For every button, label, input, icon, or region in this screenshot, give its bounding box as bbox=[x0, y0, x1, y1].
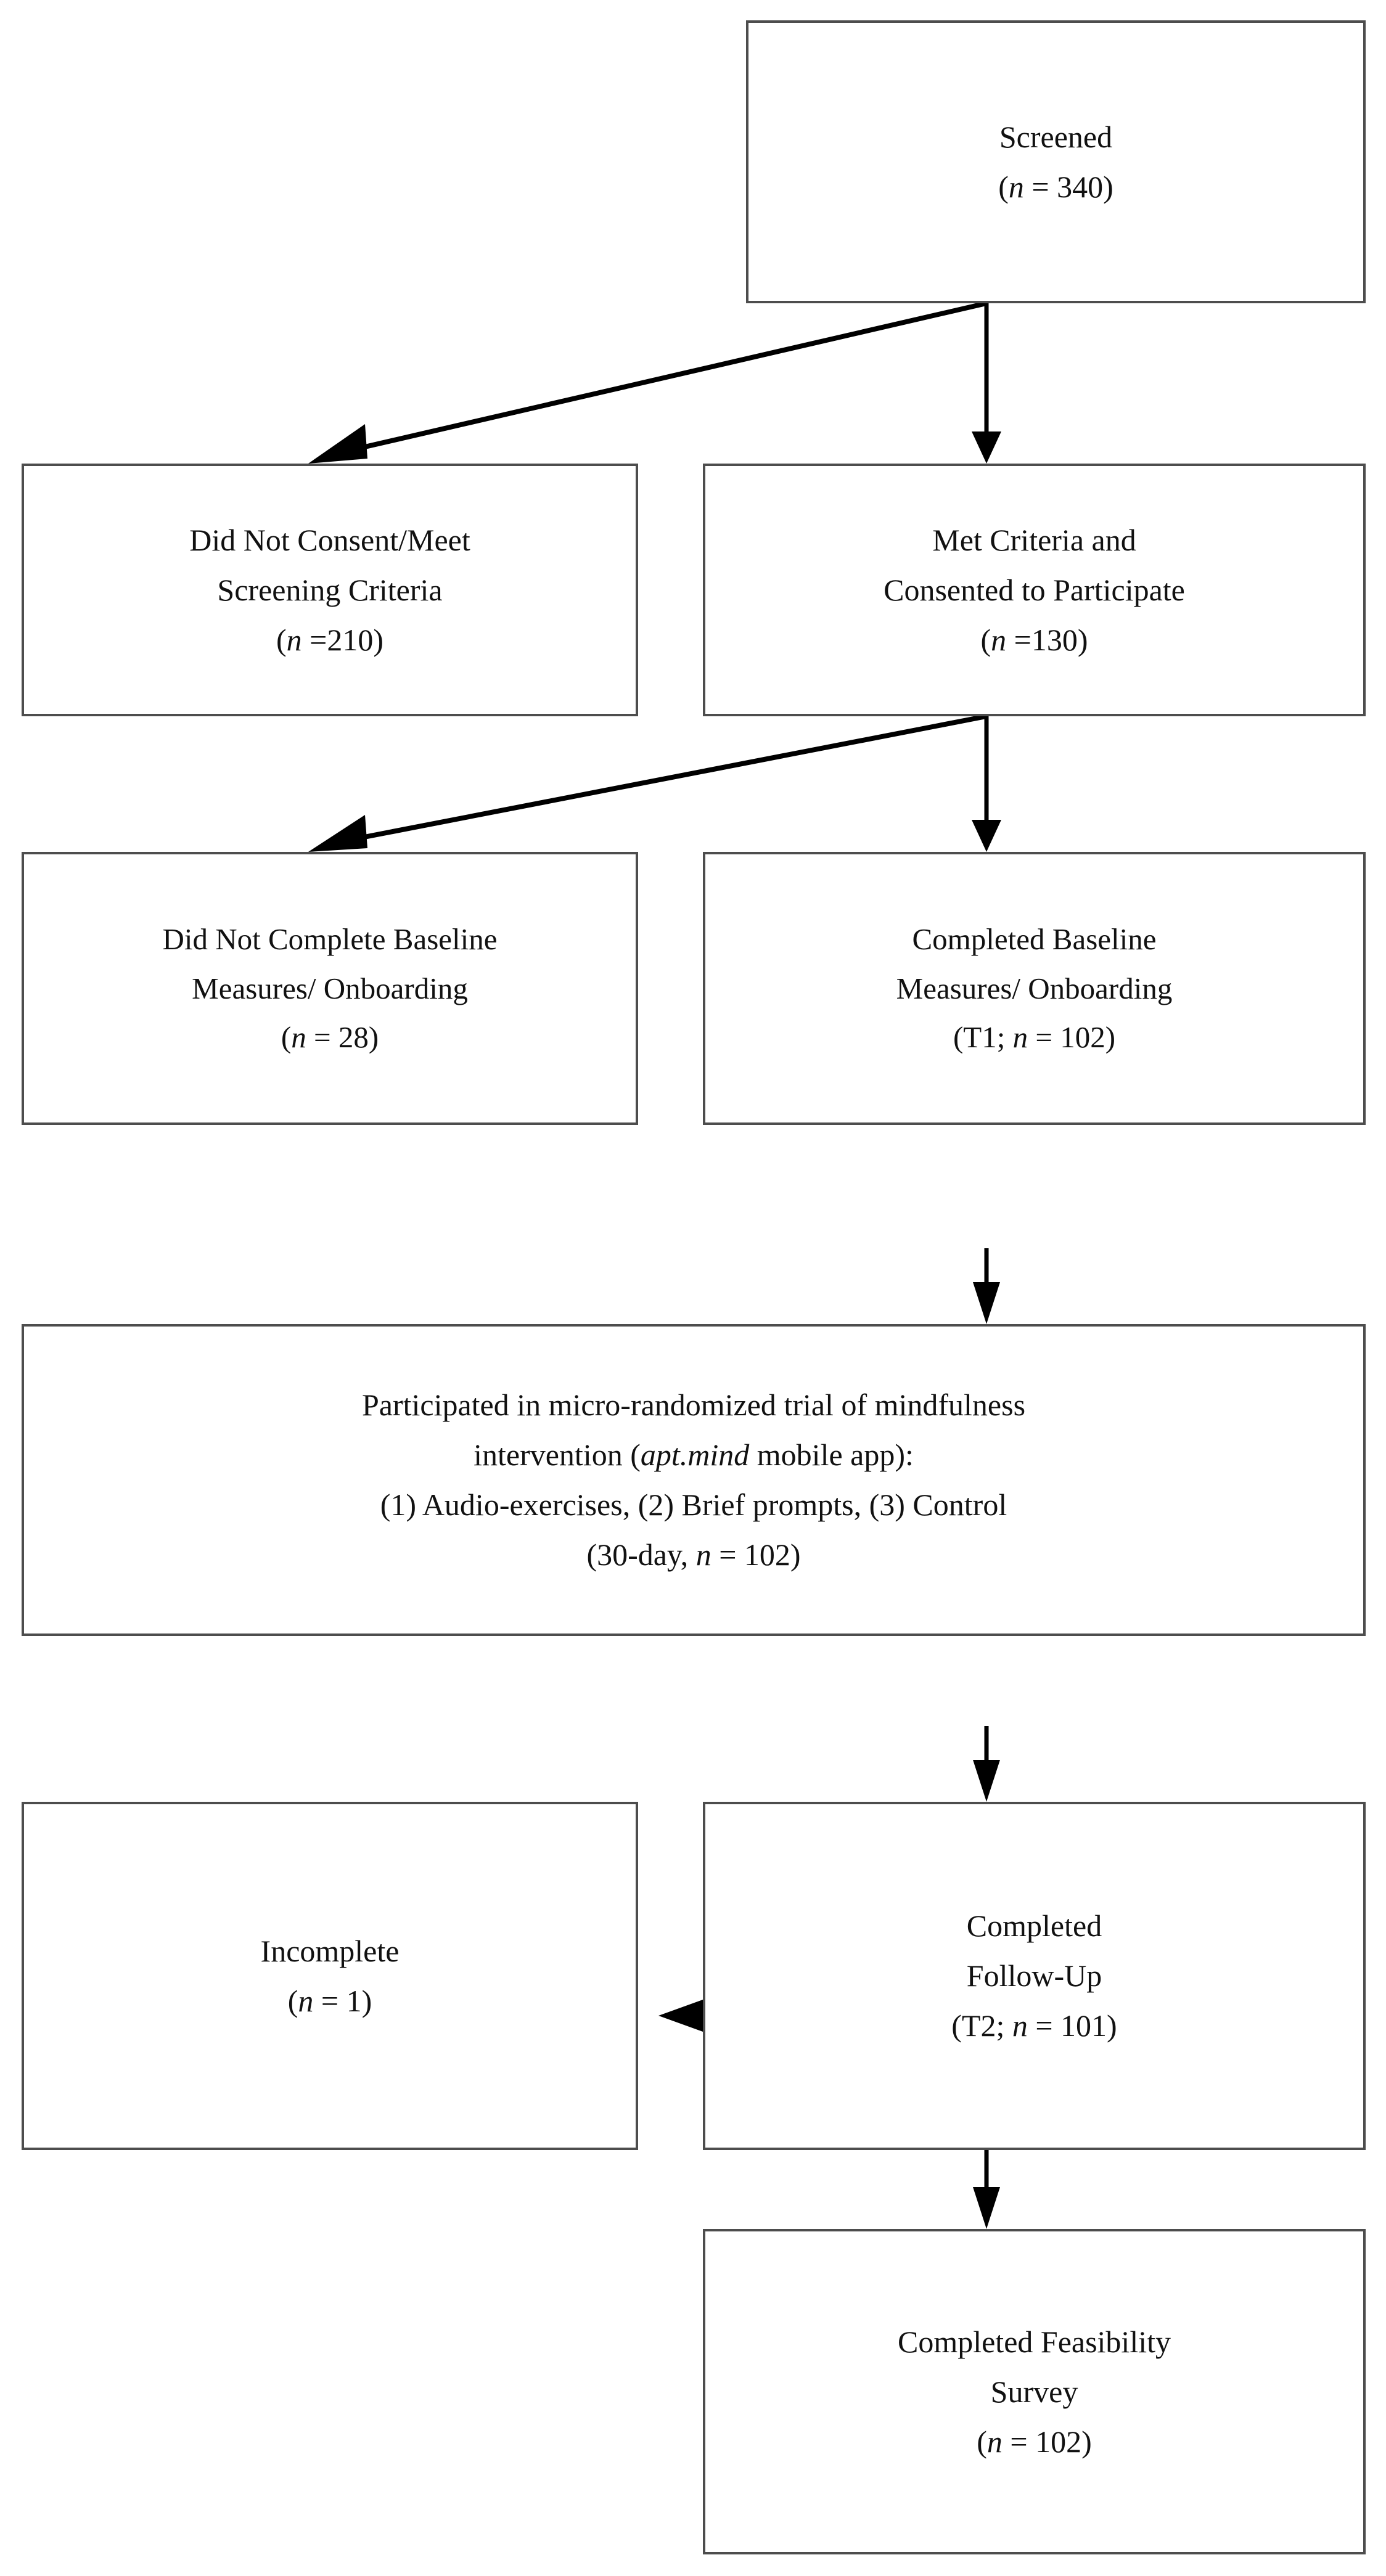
node-completed-follow-up[interactable]: Completed Follow-Up (T2; n = 101) bbox=[703, 1802, 1366, 2150]
edge-screened-to-met-criteria bbox=[972, 303, 1001, 464]
node-feasibility-line-1: Completed Feasibility bbox=[897, 2324, 1171, 2359]
edge-met-criteria-to-completed-baseline bbox=[972, 716, 1001, 852]
node-followup-line-1: Completed bbox=[966, 1908, 1102, 1943]
n-symbol: n bbox=[991, 622, 1007, 657]
edge-screened-to-not-consented bbox=[308, 301, 987, 464]
node-feasibility-line-2: Survey bbox=[990, 2374, 1078, 2409]
n-symbol: n bbox=[1008, 169, 1024, 204]
node-met-criteria-line-1: Met Criteria and bbox=[932, 522, 1136, 557]
node-intervention-line-3: (1) Audio-exercises, (2) Brief prompts, … bbox=[380, 1487, 1007, 1522]
node-intervention-line-2: intervention (apt.mind mobile app): bbox=[474, 1437, 914, 1472]
node-did-not-consent-count: (n =210) bbox=[276, 622, 383, 657]
node-followup-count: (T2; n = 101) bbox=[951, 2008, 1117, 2043]
node-completed-baseline-count: (T1; n = 102) bbox=[953, 1020, 1116, 1055]
node-incomplete-line-1: Incomplete bbox=[260, 1933, 400, 1968]
n-symbol: n bbox=[695, 1537, 711, 1572]
node-intervention-line-1: Participated in micro-randomized trial o… bbox=[361, 1388, 1026, 1422]
node-met-criteria-line-2: Consented to Participate bbox=[884, 572, 1185, 607]
node-completed-baseline[interactable]: Completed Baseline Measures/ Onboarding … bbox=[703, 852, 1366, 1125]
node-did-not-consent-line-1: Did Not Consent/Meet bbox=[189, 522, 470, 557]
node-screened-line-1: Screened bbox=[999, 119, 1113, 154]
node-met-criteria-consented[interactable]: Met Criteria and Consented to Participat… bbox=[703, 464, 1366, 716]
n-symbol: n bbox=[298, 1983, 314, 2018]
n-symbol: n bbox=[1012, 1020, 1028, 1055]
node-screened[interactable]: Screened (n = 340) bbox=[746, 20, 1366, 303]
node-incomplete-count: (n = 1) bbox=[287, 1983, 372, 2018]
node-did-not-consent-line-2: Screening Criteria bbox=[217, 572, 443, 607]
edge-intervention-to-followup bbox=[973, 1726, 1000, 1802]
edge-followup-to-feasibility bbox=[973, 2150, 1000, 2229]
node-did-not-complete-baseline[interactable]: Did Not Complete Baseline Measures/ Onbo… bbox=[22, 852, 638, 1125]
node-feasibility-count: (n = 102) bbox=[977, 2424, 1092, 2459]
node-micro-randomized-trial[interactable]: Participated in micro-randomized trial o… bbox=[22, 1324, 1366, 1636]
node-intervention-count: (30-day, n = 102) bbox=[586, 1537, 801, 1572]
node-no-baseline-line-1: Did Not Complete Baseline bbox=[162, 922, 498, 957]
node-completed-baseline-line-1: Completed Baseline bbox=[912, 922, 1157, 957]
node-no-baseline-line-2: Measures/ Onboarding bbox=[192, 971, 468, 1005]
edge-completed-baseline-to-intervention bbox=[973, 1248, 1000, 1324]
n-symbol: n bbox=[986, 2424, 1003, 2459]
n-symbol: n bbox=[1012, 2008, 1028, 2043]
edge-met-criteria-to-no-baseline bbox=[308, 714, 987, 852]
n-symbol: n bbox=[286, 622, 302, 657]
node-did-not-consent[interactable]: Did Not Consent/Meet Screening Criteria … bbox=[22, 464, 638, 716]
app-name: apt.mind bbox=[640, 1437, 750, 1472]
node-no-baseline-count: (n = 28) bbox=[281, 1020, 379, 1055]
n-symbol: n bbox=[291, 1020, 306, 1055]
node-incomplete[interactable]: Incomplete (n = 1) bbox=[22, 1802, 638, 2150]
node-screened-count: (n = 340) bbox=[998, 169, 1113, 204]
node-met-criteria-count: (n =130) bbox=[980, 622, 1088, 657]
node-followup-line-2: Follow-Up bbox=[966, 1958, 1102, 1993]
node-completed-baseline-line-2: Measures/ Onboarding bbox=[896, 971, 1173, 1005]
node-completed-feasibility-survey[interactable]: Completed Feasibility Survey (n = 102) bbox=[703, 2229, 1366, 2554]
